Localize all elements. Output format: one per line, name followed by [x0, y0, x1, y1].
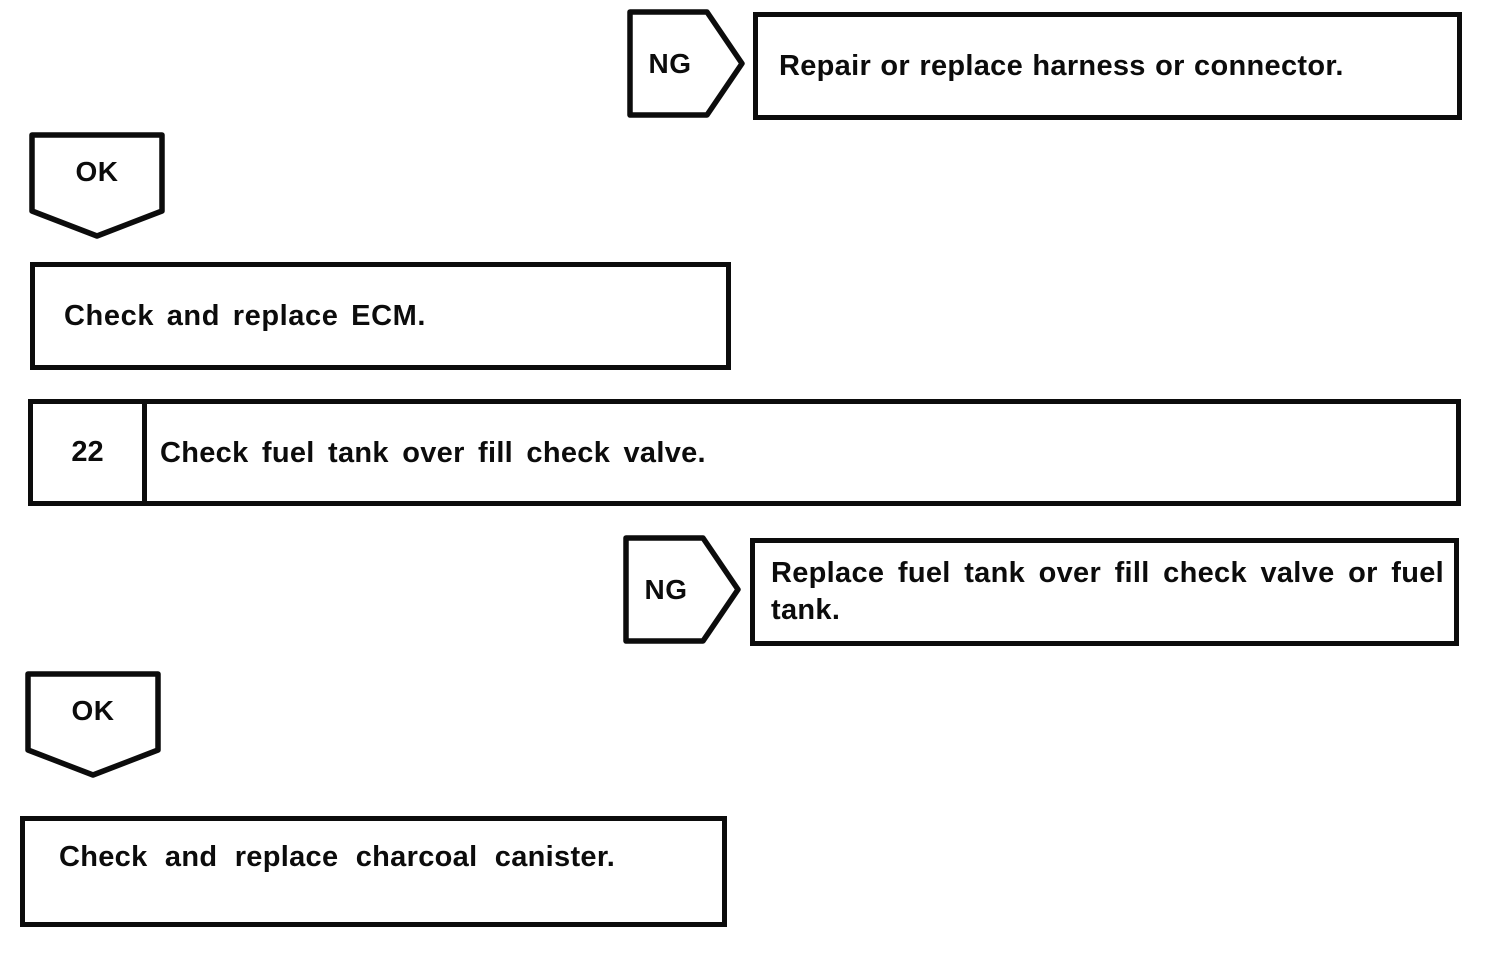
ok-arrow-down-icon	[29, 132, 165, 239]
ok-arrow-down-icon	[25, 671, 161, 778]
step-row-22: 22 Check fuel tank over fill check valve…	[28, 399, 1461, 506]
step-number-cell: 22	[33, 404, 147, 501]
ok-connector-1: OK	[29, 132, 165, 240]
result-box-harness-text: Repair or replace harness or connector.	[779, 50, 1344, 82]
ng-arrow-right-icon	[623, 535, 741, 644]
ng-arrow-right-icon	[627, 9, 745, 118]
result-box-harness: Repair or replace harness or connector.	[753, 12, 1462, 120]
ng-connector-2-label: NG	[644, 573, 688, 605]
ok-connector-2-label: OK	[71, 695, 115, 726]
ng-connector-2: NG	[623, 535, 741, 644]
action-box-charcoal-canister: Check and replace charcoal canister.	[20, 816, 727, 927]
ng-connector-1: NG	[627, 9, 745, 118]
action-box-ecm-text: Check and replace ECM.	[64, 300, 427, 332]
ok-connector-2: OK	[25, 671, 161, 779]
ng-connector-1-label: NG	[648, 47, 692, 79]
step-title: Check fuel tank over fill check valve.	[160, 436, 706, 469]
step-title-cell: Check fuel tank over fill check valve.	[147, 404, 1456, 501]
step-number: 22	[71, 436, 104, 468]
ok-connector-1-label: OK	[75, 156, 119, 187]
action-box-charcoal-canister-text: Check and replace charcoal canister.	[59, 840, 616, 873]
result-box-fuel-tank-line2: tank.	[771, 594, 841, 626]
result-box-fuel-tank: Replace fuel tank over fill check valve …	[750, 538, 1459, 646]
action-box-ecm: Check and replace ECM.	[30, 262, 731, 370]
result-box-fuel-tank-line1: Replace fuel tank over fill check valve …	[771, 557, 1444, 589]
